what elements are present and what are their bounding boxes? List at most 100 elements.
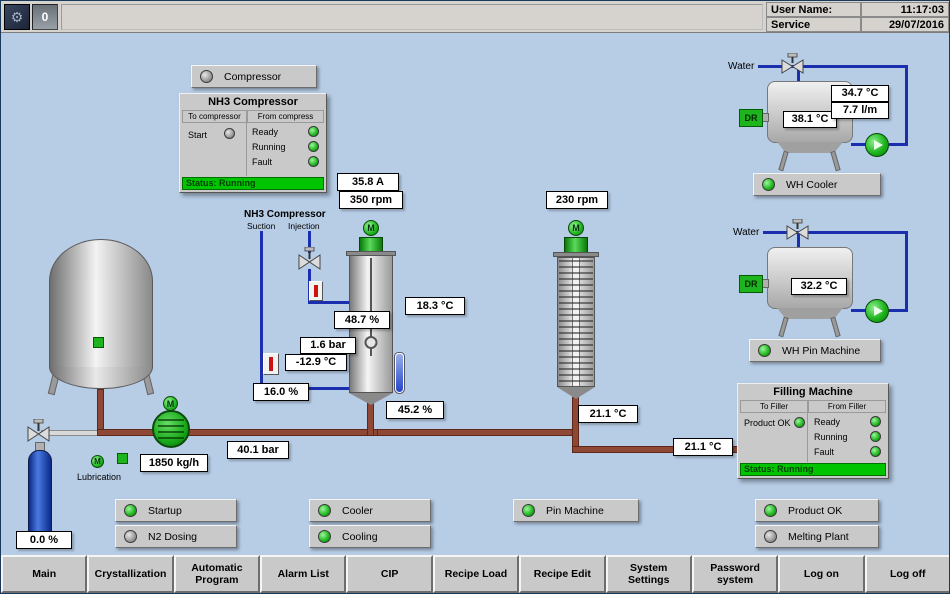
compressor-indicator-button[interactable]: Compressor xyxy=(191,65,317,88)
suction-temp-value: -12.9 °C xyxy=(285,354,347,371)
filling-fault-led xyxy=(870,446,881,457)
compressor-fault-label: Fault xyxy=(252,157,272,167)
title-bar: ⚙ 0 User Name: Service 11:17:03 29/07/20… xyxy=(1,1,950,33)
clock-date: 29/07/2016 xyxy=(861,17,949,32)
screen-number-button[interactable]: 0 xyxy=(32,4,58,30)
nav-crystallization[interactable]: Crystallization xyxy=(87,555,173,593)
user-name-label: User Name: xyxy=(766,2,861,17)
wh-cooler-pump[interactable] xyxy=(865,133,889,157)
feed-valve[interactable] xyxy=(26,419,51,448)
clock-date-text: 29/07/2016 xyxy=(889,19,944,31)
from-compressor-header-text: From compress xyxy=(258,112,314,121)
to-compressor-header: To compressor xyxy=(182,110,247,123)
compressor-led xyxy=(200,70,213,83)
n2-dosing-led xyxy=(124,530,137,543)
pin-machine-motor-icon[interactable]: M xyxy=(568,220,584,236)
wh-cooler-leg-left xyxy=(778,151,788,172)
wh-cooler-dr-stub xyxy=(762,113,769,122)
wh-cooler-dr-box[interactable]: DR xyxy=(739,109,763,127)
feed-pump[interactable] xyxy=(152,410,190,448)
tank-body xyxy=(49,280,153,368)
indicator-pin-machine[interactable]: Pin Machine xyxy=(513,499,639,522)
user-name-value-text: Service xyxy=(771,19,810,31)
lubrication-motor-icon[interactable]: M xyxy=(91,455,104,468)
pipe-main-horizontal xyxy=(97,429,379,436)
compressor-speed-value: 350 rpm xyxy=(339,191,403,209)
indicator-melting-plant[interactable]: Melting Plant xyxy=(755,525,879,548)
nh3-lines-title: NH3 Compressor xyxy=(244,209,326,220)
indicator-n2-dosing[interactable]: N2 Dosing xyxy=(115,525,237,548)
wh-pin-label: WH Pin Machine xyxy=(782,345,860,357)
indicator-cooling[interactable]: Cooling xyxy=(309,525,431,548)
wh-cooler-leg-right xyxy=(830,151,840,172)
filling-panel-title: Filling Machine xyxy=(738,384,888,398)
compressor-current-value: 35.8 A xyxy=(337,173,399,191)
lubrication-motor-letter: M xyxy=(94,457,101,466)
wh-cooler-out-temp: 34.7 °C xyxy=(831,85,889,102)
wh-cooler-pump-arrow xyxy=(874,140,883,150)
suction-position-indicator xyxy=(263,353,279,375)
nav-automatic-program[interactable]: Automatic Program xyxy=(174,555,260,593)
nav-recipe-load[interactable]: Recipe Load xyxy=(433,555,519,593)
tank-dome xyxy=(49,239,153,281)
filling-product-ok-label: Product OK xyxy=(744,418,791,428)
crystallizer-level-value: 45.2 % xyxy=(386,401,444,419)
wh-cooler-label: WH Cooler xyxy=(786,179,837,191)
nav-recipe-edit[interactable]: Recipe Edit xyxy=(519,555,605,593)
cooling-label: Cooling xyxy=(342,531,378,543)
compressor-start-button[interactable] xyxy=(224,128,235,139)
pipe-to-pin-machine xyxy=(377,429,579,436)
filling-machine-panel: Filling Machine To Filler From Filler Pr… xyxy=(737,383,889,479)
injection-position-indicator xyxy=(309,281,323,301)
product-temp-value: 21.1 °C xyxy=(673,438,733,456)
lubrication-ok-indicator xyxy=(117,453,128,464)
filling-running-label: Running xyxy=(814,432,848,442)
pipe-water-mid-return xyxy=(905,231,908,312)
nav-log-off[interactable]: Log off xyxy=(865,555,950,593)
filling-status-text: Status: Running xyxy=(744,464,814,474)
filling-status-bar: Status: Running xyxy=(740,463,886,476)
indicator-cooler[interactable]: Cooler xyxy=(309,499,431,522)
wh-pin-indicator-button[interactable]: WH Pin Machine xyxy=(749,339,881,362)
tank-level-sensor xyxy=(93,337,104,348)
nav-system-settings[interactable]: System Settings xyxy=(606,555,692,593)
nav-cip[interactable]: CIP xyxy=(346,555,432,593)
wh-cooler-indicator-button[interactable]: WH Cooler xyxy=(753,173,881,196)
cooling-led xyxy=(318,530,331,543)
wh-cooler-led xyxy=(762,178,775,191)
nh3-suction-label: Suction xyxy=(247,221,275,231)
compressor-ready-label: Ready xyxy=(252,127,278,137)
wh-pin-led xyxy=(758,344,771,357)
pin-machine-pins xyxy=(559,260,593,384)
water-valve-top[interactable] xyxy=(780,53,805,80)
pump-stripes xyxy=(158,419,184,439)
clock-time-text: 11:17:03 xyxy=(901,4,944,16)
wh-cooler-tank-temp: 38.1 °C xyxy=(783,111,837,128)
temperature-probe xyxy=(395,353,404,393)
wh-pin-dr-stub xyxy=(762,279,769,288)
nav-main[interactable]: Main xyxy=(1,555,87,593)
crystallizer-motor-icon[interactable]: M xyxy=(363,220,379,236)
nav-log-on[interactable]: Log on xyxy=(778,555,864,593)
cooler-label: Cooler xyxy=(342,505,373,517)
wh-pin-tank-temp: 32.2 °C xyxy=(791,278,847,295)
indicator-product-ok[interactable]: Product OK xyxy=(755,499,879,522)
water-valve-mid[interactable] xyxy=(785,219,810,246)
pin-machine-body[interactable] xyxy=(557,257,595,387)
to-filler-header: To Filler xyxy=(740,400,808,413)
wh-pin-pump[interactable] xyxy=(865,299,889,323)
filling-ready-led xyxy=(870,416,881,427)
storage-tank xyxy=(49,239,153,391)
nav-alarm-list[interactable]: Alarm List xyxy=(260,555,346,593)
flow-value: 1850 kg/h xyxy=(140,454,208,472)
wh-pin-dr-box[interactable]: DR xyxy=(739,275,763,293)
compressor-running-label: Running xyxy=(252,142,286,152)
compressor-fault-led xyxy=(308,156,319,167)
nh3-injection-valve[interactable] xyxy=(297,247,322,276)
pipe-water-mid-pump-link xyxy=(889,309,908,312)
pipe-water-top-return xyxy=(905,65,908,146)
from-filler-header: From Filler xyxy=(808,400,886,413)
nav-password-system[interactable]: Password system xyxy=(692,555,778,593)
from-filler-header-text: From Filler xyxy=(828,402,866,411)
indicator-startup[interactable]: Startup xyxy=(115,499,237,522)
